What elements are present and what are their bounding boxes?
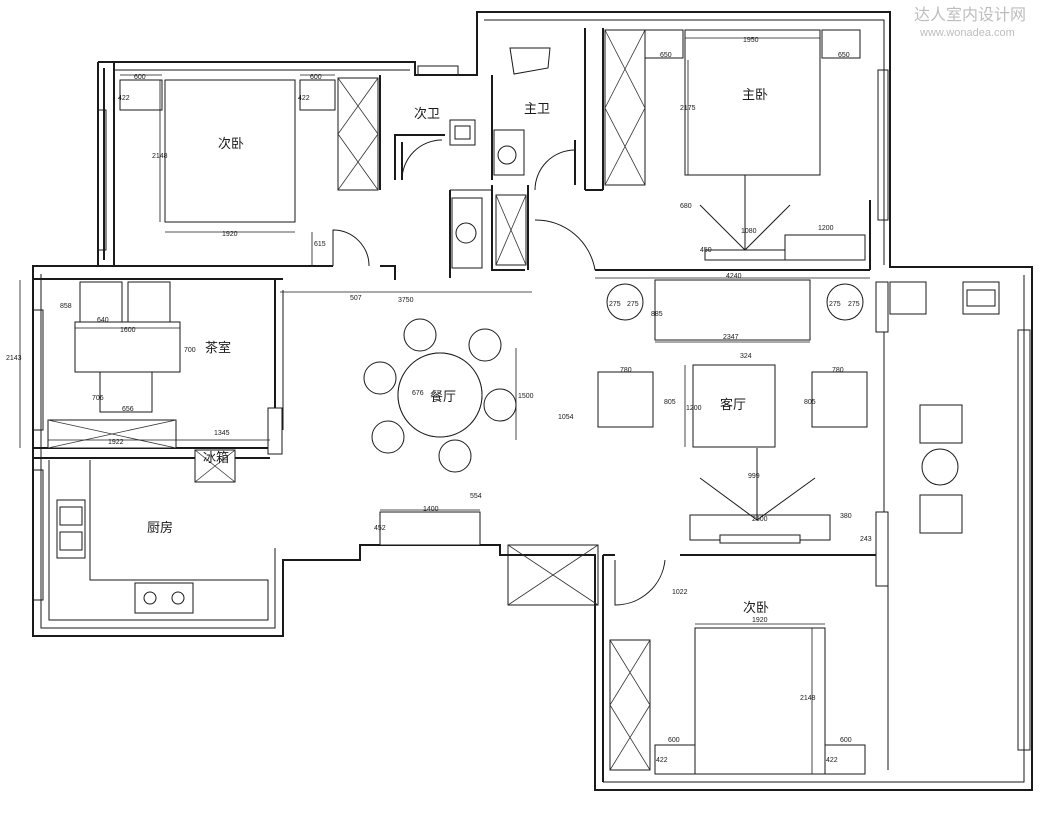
room-labels: 次卧 次卫 主卫 主卧 茶室 餐厅 客厅 冰箱 厨房 次卧 — [147, 88, 769, 616]
dim-422-b: 422 — [298, 95, 310, 102]
dim-275-c: 275 — [829, 301, 841, 308]
dim-805-b: 805 — [804, 399, 816, 406]
kitchen-furniture — [48, 449, 269, 621]
dim-805-a: 805 — [664, 399, 676, 406]
bathroom-fixtures — [449, 47, 551, 269]
room-label-bedroom-nw: 次卧 — [218, 136, 244, 152]
windows — [32, 65, 1031, 751]
dim-324: 324 — [740, 353, 752, 360]
dim-2148-a: 2148 — [152, 153, 168, 160]
dim-2500: 2500 — [752, 516, 768, 523]
master-bedroom-furniture — [604, 29, 866, 261]
dim-452: 452 — [374, 525, 386, 532]
room-label-tea-room: 茶室 — [205, 340, 231, 356]
nw-bedroom-furniture — [119, 77, 379, 223]
outer-walls — [32, 11, 1033, 791]
dim-640: 640 — [97, 317, 109, 324]
dim-1054: 1054 — [558, 414, 574, 421]
dim-1022: 1022 — [672, 589, 688, 596]
dim-885: 885 — [651, 311, 663, 318]
doors — [282, 139, 666, 606]
dim-2347: 2347 — [723, 334, 739, 341]
dim-650-a: 650 — [660, 52, 672, 59]
dim-676: 676 — [412, 390, 424, 397]
dining-furniture — [363, 318, 517, 546]
living-furniture — [597, 279, 1000, 544]
dim-650-b: 650 — [838, 52, 850, 59]
dim-2148-b: 2148 — [800, 695, 816, 702]
room-label-bath-2: 次卫 — [414, 106, 440, 122]
dim-1920-b: 1920 — [752, 617, 768, 624]
dim-554: 554 — [470, 493, 482, 500]
dim-1600: 1600 — [120, 327, 136, 334]
dim-275-d: 275 — [848, 301, 860, 308]
dim-1200-b: 1200 — [686, 405, 702, 412]
dim-422-c: 422 — [656, 757, 668, 764]
dim-600-a: 600 — [134, 74, 146, 81]
dim-615: 615 — [314, 241, 326, 248]
dim-380: 380 — [840, 513, 852, 520]
room-label-dining: 餐厅 — [430, 389, 456, 405]
dim-507: 507 — [350, 295, 362, 302]
dim-1400: 1400 — [423, 506, 439, 513]
dim-780-b: 780 — [832, 367, 844, 374]
dim-422-a: 422 — [118, 95, 130, 102]
dim-1922: 1922 — [108, 439, 124, 446]
room-label-kitchen: 厨房 — [147, 520, 173, 536]
dim-600-b: 600 — [310, 74, 322, 81]
dim-999: 999 — [748, 473, 760, 480]
dim-780-a: 780 — [620, 367, 632, 374]
dim-450: 450 — [700, 247, 712, 254]
dim-656: 656 — [122, 406, 134, 413]
dim-1345: 1345 — [214, 430, 230, 437]
dim-2143: 2143 — [6, 355, 22, 362]
dim-275-a: 275 — [609, 301, 621, 308]
dim-422-d: 422 — [826, 757, 838, 764]
room-label-fridge: 冰箱 — [203, 450, 229, 466]
dimension-lines — [19, 37, 870, 774]
dim-243: 243 — [860, 536, 872, 543]
dim-700: 700 — [184, 347, 196, 354]
room-label-bath-master: 主卫 — [524, 102, 550, 117]
dim-600-d: 600 — [840, 737, 852, 744]
dim-1080: 1080 — [741, 228, 757, 235]
dim-1500: 1500 — [518, 393, 534, 400]
dim-600-c: 600 — [668, 737, 680, 744]
room-label-master-bedroom: 主卧 — [742, 88, 768, 103]
dim-4240: 4240 — [726, 273, 742, 280]
dimension-texts: 600 600 422 422 2148 1920 615 1950 650 6… — [6, 37, 872, 764]
dim-275-b: 275 — [627, 301, 639, 308]
dim-680: 680 — [680, 203, 692, 210]
south-bedroom-furniture — [609, 627, 866, 775]
dim-3750: 3750 — [398, 297, 414, 304]
watermark-brand: 达人室内设计网 — [914, 5, 1026, 24]
watermark-url: www.wonadea.com — [919, 27, 1015, 39]
dim-1920-a: 1920 — [222, 231, 238, 238]
dim-858: 858 — [60, 303, 72, 310]
dim-706: 706 — [92, 395, 104, 402]
tea-room-furniture — [47, 281, 181, 449]
dim-2175: 2175 — [680, 105, 696, 112]
dim-1200-a: 1200 — [818, 225, 834, 232]
room-label-bedroom-s: 次卧 — [743, 600, 769, 616]
dim-1950: 1950 — [743, 37, 759, 44]
room-label-living: 客厅 — [720, 397, 746, 413]
